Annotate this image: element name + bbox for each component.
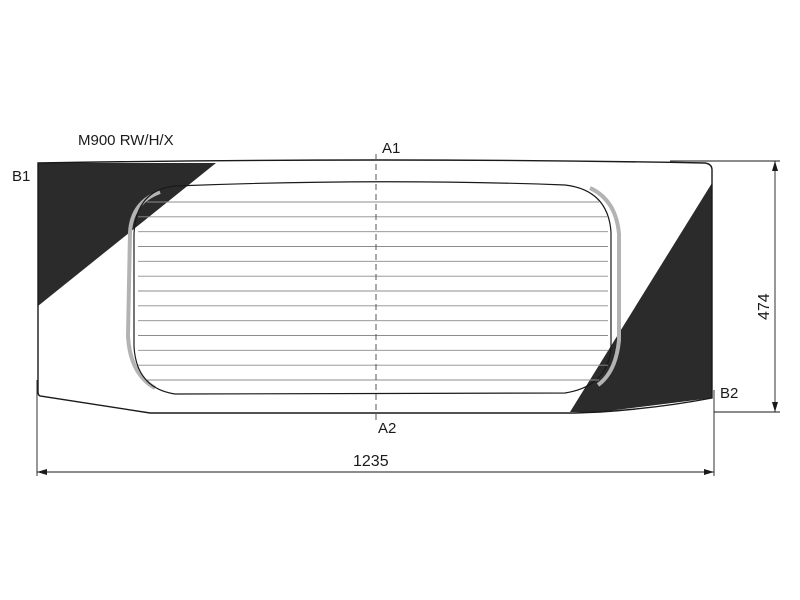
width-arrow-left (37, 469, 47, 475)
ceramic-band-bottom-right (570, 183, 712, 412)
height-arrow-top (772, 161, 778, 171)
label-b1: B1 (12, 168, 30, 185)
ceramic-band-top-left (38, 163, 216, 306)
width-dimension-value: 1235 (353, 453, 389, 470)
model-title: M900 RW/H/X (78, 132, 174, 149)
heater-lines (138, 201, 608, 381)
height-arrow-bottom (772, 402, 778, 412)
heater-frit-left (125, 190, 161, 390)
heater-frit-right (589, 186, 621, 387)
heated-area-outline (133, 181, 612, 395)
label-b2: B2 (720, 385, 738, 402)
label-a2: A2 (378, 420, 396, 437)
height-dimension-value: 474 (756, 293, 773, 320)
glass-outline (37, 159, 713, 414)
width-arrow-right (704, 469, 714, 475)
label-a1: A1 (382, 140, 400, 157)
